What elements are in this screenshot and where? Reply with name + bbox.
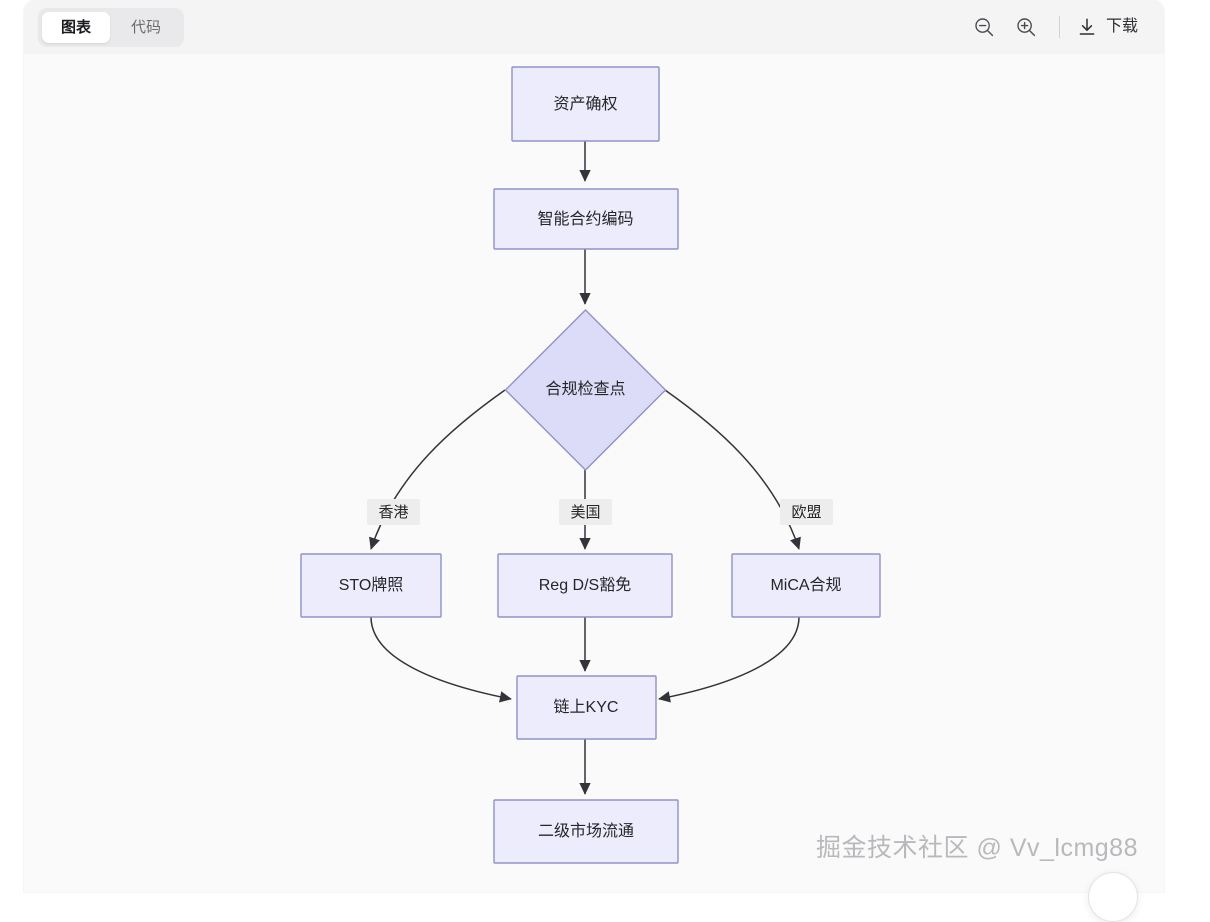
node-asset-confirmation-label: 资产确权 (553, 95, 617, 113)
edge-labels-layer: 香港 美国 欧盟 (367, 499, 833, 525)
node-mica-compliance[interactable]: MiCA合规 (731, 553, 881, 618)
viewer-toolbar: 图表 代码 (24, 0, 1164, 54)
zoom-out-icon (975, 18, 994, 37)
node-reg-ds-exemption-label: Reg D/S豁免 (539, 576, 631, 594)
edge-n6-n7 (658, 616, 800, 703)
node-sto-license-label: STO牌照 (339, 576, 404, 594)
node-compliance-checkpoint[interactable]: 合规检查点 (504, 309, 667, 471)
diagram-viewer-panel: 图表 代码 (24, 0, 1164, 892)
node-compliance-checkpoint-label: 合规检查点 (545, 380, 625, 398)
edge-label-eu: 欧盟 (780, 499, 833, 525)
tab-chart[interactable]: 图表 (42, 11, 111, 43)
node-sto-license[interactable]: STO牌照 (300, 553, 442, 618)
node-mica-compliance-label: MiCA合规 (770, 576, 841, 594)
tab-chart-label: 图表 (61, 18, 92, 36)
node-smart-contract-coding-label: 智能合约编码 (537, 210, 633, 228)
download-icon (1079, 18, 1095, 35)
nodes-layer: 资产确权 智能合约编码 合规检查点 STO牌照 (300, 66, 881, 864)
zoom-in-button[interactable] (1005, 7, 1047, 47)
zoom-out-button[interactable] (963, 7, 1005, 47)
node-secondary-market-label: 二级市场流通 (538, 822, 634, 840)
node-secondary-market[interactable]: 二级市场流通 (493, 799, 679, 864)
edge-label-usa-text: 美国 (570, 504, 600, 521)
zoom-in-icon (1017, 18, 1036, 37)
edge-label-hongkong: 香港 (367, 499, 420, 525)
edge-label-eu-text: 欧盟 (791, 504, 821, 521)
node-reg-ds-exemption[interactable]: Reg D/S豁免 (497, 553, 673, 618)
edge-label-usa: 美国 (559, 499, 612, 525)
toolbar-actions: 下载 (963, 7, 1146, 47)
tab-code[interactable]: 代码 (112, 12, 180, 43)
edge-label-hongkong-text: 香港 (378, 504, 408, 521)
node-asset-confirmation[interactable]: 资产确权 (511, 66, 660, 142)
edge-n4-n7 (370, 616, 512, 703)
node-onchain-kyc-label: 链上KYC (554, 698, 619, 716)
download-button[interactable]: 下载 (1072, 10, 1146, 44)
toolbar-divider (1058, 16, 1060, 38)
node-smart-contract-coding[interactable]: 智能合约编码 (493, 188, 679, 250)
floating-action-button[interactable] (1088, 872, 1138, 922)
tab-code-label: 代码 (131, 18, 162, 36)
diagram-canvas[interactable]: 香港 美国 欧盟 资产确权 (24, 54, 1164, 892)
edge-n3-n6 (664, 389, 801, 550)
view-mode-tabs: 图表 代码 (38, 7, 185, 47)
flowchart-svg: 香港 美国 欧盟 资产确权 (300, 66, 881, 864)
edge-n3-n4 (369, 389, 506, 550)
node-onchain-kyc[interactable]: 链上KYC (516, 675, 657, 740)
download-label: 下载 (1105, 18, 1138, 35)
